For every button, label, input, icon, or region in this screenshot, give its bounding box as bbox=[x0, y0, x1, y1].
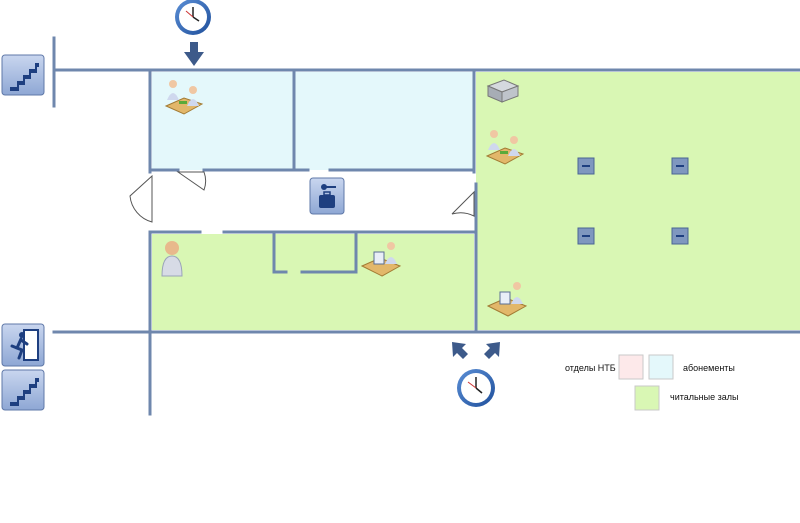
printer-icon bbox=[486, 79, 520, 103]
librarian-desk-icon bbox=[485, 130, 525, 165]
subscription-room-left bbox=[152, 72, 294, 170]
reading-room-bottom bbox=[152, 234, 474, 330]
legend-swatch-subscriptions bbox=[648, 354, 674, 380]
legend-swatch-reading-rooms bbox=[634, 385, 660, 411]
table-icon bbox=[671, 227, 689, 245]
emergency-exit-icon bbox=[1, 323, 45, 367]
legend-swatch-departments bbox=[618, 354, 644, 380]
table-icon bbox=[577, 227, 595, 245]
arrow-icon bbox=[484, 342, 500, 359]
librarian-desk-icon bbox=[164, 80, 204, 115]
stairs-icon bbox=[1, 54, 45, 96]
reading-room-large bbox=[476, 72, 800, 330]
clock-icon bbox=[175, 0, 211, 35]
computer-workstation-icon bbox=[360, 242, 402, 277]
subscription-room-right bbox=[294, 72, 474, 170]
arrow-icon bbox=[452, 342, 468, 359]
arrow-icon bbox=[184, 42, 204, 66]
legend-label-reading-rooms: читальные залы bbox=[670, 392, 739, 402]
stairs-icon bbox=[1, 369, 45, 411]
cloakroom-icon bbox=[309, 177, 345, 215]
legend-label-subscriptions: абонементы bbox=[683, 363, 735, 373]
walls bbox=[52, 36, 800, 416]
person-icon bbox=[161, 241, 183, 277]
table-icon bbox=[671, 157, 689, 175]
door-swings bbox=[129, 171, 475, 223]
clock-icon bbox=[457, 369, 495, 407]
computer-workstation-icon bbox=[486, 282, 528, 317]
table-icon bbox=[577, 157, 595, 175]
legend-label-departments: отделы НТБ bbox=[565, 363, 616, 373]
